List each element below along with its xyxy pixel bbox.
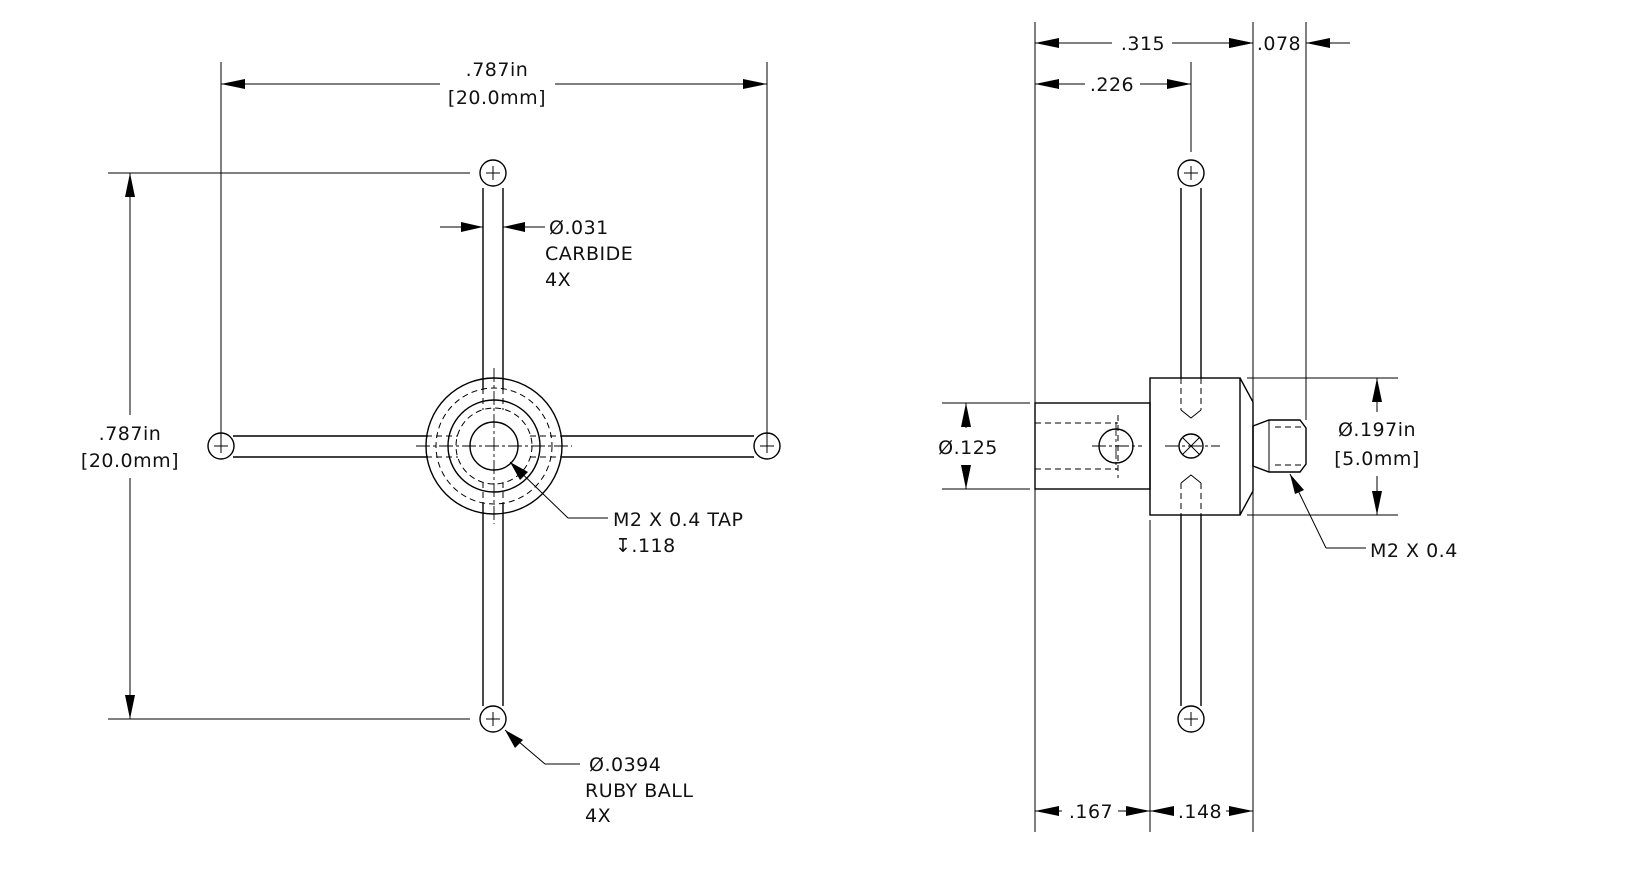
dimension-226: .226 [1035,74,1191,96]
shank-diameter: Ø.125 [938,437,998,459]
tap-spec: M2 X 0.4 TAP [613,509,743,531]
height-dimension: .787in [20.0mm] [81,173,179,719]
side-stylus [1177,159,1205,733]
hub-side [1149,377,1254,516]
ball-material: RUBY BALL [585,780,693,802]
dimension-078: .078 [1229,33,1350,55]
stylus-material: CARBIDE [545,243,633,265]
dimension-148: .148 [1150,801,1253,823]
stylus-callout: Ø.031 CARBIDE 4X [440,217,633,291]
dimension-167: .167 [1035,801,1150,823]
width-dimension-mm: [20.0mm] [448,87,546,109]
shank [1034,402,1151,490]
stylus-quantity: 4X [545,269,571,291]
ruby-balls [207,159,781,733]
hub-body [416,368,572,524]
height-dimension-in: .787in [99,423,162,445]
front-view: .787in [20.0mm] .787in [20.0mm] [81,59,781,827]
side-view: .315 .078 .226 Ø.125 [938,22,1458,832]
width-dimension-in: .787in [466,59,529,81]
width-dimension: .787in [20.0mm] [221,59,767,109]
thread-diameter-dimension: Ø.197in [5.0mm] [1334,378,1420,515]
thread-diameter-mm: [5.0mm] [1334,448,1420,470]
ruby-ball-callout: Ø.0394 RUBY BALL 4X [504,729,693,827]
tap-depth: ↧.118 [615,535,676,557]
thread-diameter-in: Ø.197in [1338,419,1416,441]
shank-diameter-dimension: Ø.125 [938,403,998,489]
dimension-078-label: .078 [1257,33,1301,55]
dimension-148-label: .148 [1178,801,1222,823]
ball-quantity: 4X [585,805,611,827]
dimension-167-label: .167 [1069,801,1113,823]
dimension-315-label: .315 [1121,33,1165,55]
threaded-stud [1252,419,1307,473]
stylus-shafts [233,188,754,706]
tap-callout: M2 X 0.4 TAP ↧.118 [509,461,743,557]
height-dimension-mm: [20.0mm] [81,450,179,472]
dimension-226-label: .226 [1090,74,1134,96]
thread-spec: M2 X 0.4 [1370,540,1458,562]
ball-diameter: Ø.0394 [589,754,661,776]
thread-callout: M2 X 0.4 [1289,473,1458,562]
stylus-diameter: Ø.031 [549,217,609,239]
dimension-315: .315 [1035,33,1253,55]
